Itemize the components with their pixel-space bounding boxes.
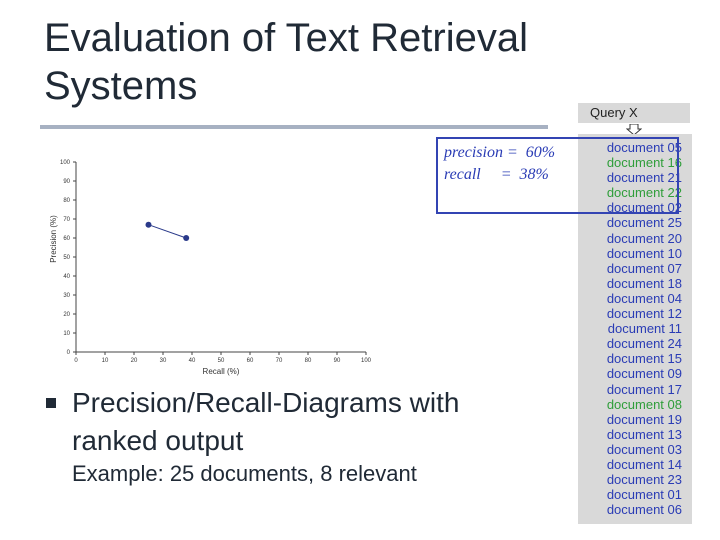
document-list-item: document 04 (606, 290, 682, 306)
x-tick-label: 70 (276, 358, 283, 364)
y-tick-label: 100 (60, 160, 71, 166)
down-arrow-icon (626, 124, 642, 136)
x-tick-label: 20 (131, 358, 138, 364)
x-tick-label: 50 (218, 358, 225, 364)
y-tick-label: 0 (67, 350, 71, 356)
document-list-item: document 22 (606, 185, 682, 201)
document-list-item: document 11 (607, 321, 682, 337)
x-tick-label: 90 (334, 358, 341, 364)
y-tick-label: 40 (63, 274, 70, 280)
precision-recall-formula: precision = 60% recall = 38% (444, 142, 555, 186)
title-underline (40, 125, 548, 129)
precision-value: precision = 60% (444, 144, 556, 161)
x-tick-label: 60 (247, 358, 254, 364)
x-tick-label: 100 (361, 358, 372, 364)
document-list-item: document 03 (606, 441, 682, 457)
document-list-item: document 21 (606, 170, 682, 186)
y-tick-label: 80 (63, 198, 70, 204)
document-list-item: document 09 (606, 366, 682, 382)
y-tick-label: 90 (63, 179, 70, 185)
document-list-item: document 19 (606, 411, 682, 427)
x-tick-label: 0 (74, 358, 78, 364)
bullet-text: Precision/Recall-Diagrams with ranked ou… (72, 387, 460, 456)
query-label: Query X (578, 103, 690, 123)
precision-recall-chart: 0 10 20 30 40 50 60 70 80 90 100 0 10 20 30 40 50 60 70 80 9… (49, 160, 372, 376)
y-axis-label: Precision (%) (49, 215, 58, 263)
x-tick-label: 40 (189, 358, 196, 364)
document-list-item: document 20 (606, 230, 682, 246)
bullet-marker (46, 398, 56, 408)
x-tick-label: 80 (305, 358, 312, 364)
y-tick-label: 50 (63, 255, 70, 261)
document-list-item: document 13 (606, 426, 682, 442)
document-list-item: document 18 (606, 275, 682, 291)
y-tick-label: 60 (63, 236, 70, 242)
highlight-box (436, 137, 679, 214)
x-tick-label: 10 (102, 358, 109, 364)
example-text: Example: 25 documents, 8 relevant (72, 461, 417, 486)
document-list-item: document 02 (606, 200, 682, 216)
series-line (148, 224, 187, 239)
document-list-item: document 12 (606, 306, 682, 322)
document-list-item: document 05 (606, 140, 682, 155)
document-list-item: document 24 (606, 336, 682, 352)
document-list-item: document 01 (606, 487, 682, 503)
document-list-item: document 06 (606, 502, 682, 518)
document-ranking-panel (578, 134, 692, 524)
document-list-item: document 08 (606, 396, 682, 412)
y-tick-label: 10 (63, 331, 70, 337)
data-point (183, 235, 190, 241)
document-list-item: document 07 (606, 260, 682, 276)
document-list-item: document 17 (606, 381, 682, 397)
y-tick-label: 20 (63, 312, 70, 318)
document-list-item: document 23 (606, 472, 682, 488)
recall-value: recall = 38% (444, 166, 549, 183)
y-tick-label: 70 (63, 217, 70, 223)
x-tick-label: 30 (160, 358, 167, 364)
document-list-item: document 16 (606, 155, 682, 171)
slide-title: Evaluation of Text Retrieval Systems (44, 16, 528, 108)
document-list-item: document 25 (606, 215, 682, 231)
document-list-item: document 14 (606, 456, 682, 472)
x-axis-label: Recall (%) (203, 367, 240, 376)
y-tick-label: 30 (63, 293, 70, 299)
document-list-item: document 15 (606, 351, 682, 367)
document-list-item: document 10 (606, 245, 682, 261)
data-point (145, 221, 152, 228)
